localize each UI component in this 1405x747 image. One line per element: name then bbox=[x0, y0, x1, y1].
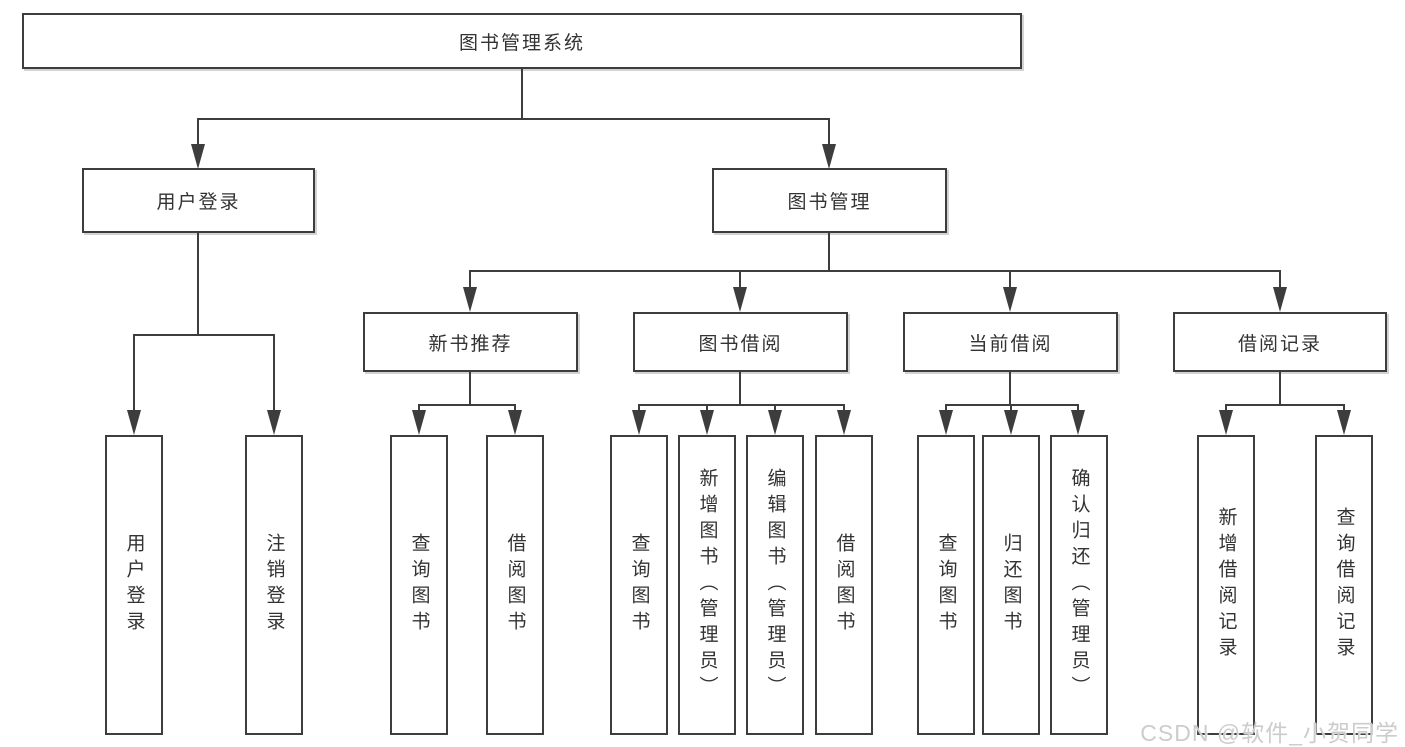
leaf-logout: 注销登录 bbox=[245, 435, 303, 735]
connector-drop-bb-leaf3 bbox=[774, 404, 776, 414]
connector-drop-cb-leaf2 bbox=[1010, 404, 1012, 414]
connector-book-borrow-stem bbox=[739, 372, 741, 406]
node-borrow-records: 借阅记录 bbox=[1173, 312, 1387, 372]
node-new-books: 新书推荐 bbox=[363, 312, 578, 372]
arrowhead-cb-leaf2-icon bbox=[1004, 410, 1018, 435]
leaf-br-add-record-label: 新增借阅记录 bbox=[1215, 507, 1237, 663]
leaf-nb-borrow-books: 借阅图书 bbox=[486, 435, 544, 735]
leaf-cb-return-books-label: 归还图书 bbox=[1000, 533, 1022, 637]
leaf-user-login-label: 用户登录 bbox=[123, 533, 145, 637]
node-book-borrow: 图书借阅 bbox=[633, 312, 848, 372]
leaf-logout-label: 注销登录 bbox=[263, 533, 285, 637]
leaf-bb-borrow-books-label: 借阅图书 bbox=[833, 533, 855, 637]
connector-drop-bb-leaf4 bbox=[843, 404, 845, 414]
leaf-br-query-record: 查询借阅记录 bbox=[1315, 435, 1373, 735]
node-root-label: 图书管理系统 bbox=[458, 32, 585, 54]
connector-user-login-hline bbox=[133, 334, 275, 336]
connector-book-mgmt-stem bbox=[828, 233, 830, 272]
leaf-bb-add-books-admin-label: 新增图书（管理员） bbox=[696, 468, 718, 702]
arrowhead-br-leaf1-icon bbox=[1219, 410, 1233, 435]
connector-drop-book-mgmt bbox=[828, 118, 830, 148]
leaf-cb-query-books-label: 查询图书 bbox=[935, 533, 957, 637]
node-book-mgmt-label: 图书管理 bbox=[787, 192, 872, 213]
connector-drop-br-leaf1 bbox=[1225, 404, 1227, 414]
node-borrow-records-label: 借阅记录 bbox=[1237, 333, 1322, 355]
leaf-cb-confirm-return-admin: 确认归还（管理员） bbox=[1050, 435, 1108, 735]
connector-root-stem bbox=[521, 69, 523, 120]
node-user-login-label: 用户登录 bbox=[156, 192, 241, 213]
connector-drop-login-leaf2 bbox=[273, 334, 275, 414]
leaf-cb-return-books: 归还图书 bbox=[982, 435, 1040, 735]
arrowhead-nb-leaf2-icon bbox=[508, 410, 522, 435]
arrowhead-nb-leaf1-icon bbox=[412, 410, 426, 435]
connector-current-borrow-stem bbox=[1009, 372, 1011, 406]
connector-drop-nb-leaf2 bbox=[514, 404, 516, 414]
connector-new-books-hline bbox=[418, 404, 516, 406]
connector-drop-br-leaf2 bbox=[1343, 404, 1345, 414]
arrowhead-book-mgmt-icon bbox=[822, 144, 836, 169]
arrowhead-bb-leaf3-icon bbox=[768, 410, 782, 435]
connector-drop-login-leaf1 bbox=[133, 334, 135, 414]
arrowhead-new-books-icon bbox=[463, 287, 477, 312]
arrowhead-borrow-records-icon bbox=[1273, 287, 1287, 312]
leaf-bb-query-books: 查询图书 bbox=[610, 435, 668, 735]
leaf-br-add-record: 新增借阅记录 bbox=[1197, 435, 1255, 735]
connector-drop-new-books bbox=[469, 270, 471, 290]
connector-borrow-records-hline bbox=[1225, 404, 1345, 406]
leaf-bb-add-books-admin: 新增图书（管理员） bbox=[678, 435, 736, 735]
leaf-nb-query-books-label: 查询图书 bbox=[408, 533, 430, 637]
connector-user-login-stem bbox=[197, 233, 199, 336]
connector-level1-hline bbox=[197, 118, 830, 120]
connector-drop-current-borrow bbox=[1009, 270, 1011, 290]
arrowhead-login-leaf2-icon bbox=[267, 410, 281, 435]
connector-book-borrow-hline bbox=[638, 404, 844, 406]
connector-drop-bb-leaf1 bbox=[638, 404, 640, 414]
leaf-bb-query-books-label: 查询图书 bbox=[628, 533, 650, 637]
arrowhead-user-login-icon bbox=[191, 144, 205, 169]
connector-drop-nb-leaf1 bbox=[418, 404, 420, 414]
node-root: 图书管理系统 bbox=[22, 13, 1022, 69]
connector-drop-user-login bbox=[197, 118, 199, 148]
connector-level2-hline bbox=[469, 270, 1281, 272]
node-new-books-label: 新书推荐 bbox=[428, 333, 513, 355]
connector-drop-borrow-records bbox=[1279, 270, 1281, 290]
node-book-borrow-label: 图书借阅 bbox=[698, 333, 783, 355]
leaf-cb-query-books: 查询图书 bbox=[917, 435, 975, 735]
connector-drop-bb-leaf2 bbox=[706, 404, 708, 414]
watermark: CSDN @软件_小贺同学 bbox=[1140, 720, 1399, 746]
node-current-borrow-label: 当前借阅 bbox=[968, 333, 1053, 355]
arrowhead-cb-leaf3-icon bbox=[1071, 410, 1085, 435]
arrowhead-bb-leaf2-icon bbox=[700, 410, 714, 435]
arrowhead-login-leaf1-icon bbox=[127, 410, 141, 435]
arrowhead-bb-leaf1-icon bbox=[632, 410, 646, 435]
node-user-login: 用户登录 bbox=[82, 168, 315, 233]
arrowhead-cb-leaf1-icon bbox=[939, 410, 953, 435]
leaf-user-login: 用户登录 bbox=[105, 435, 163, 735]
leaf-br-query-record-label: 查询借阅记录 bbox=[1333, 507, 1355, 663]
arrowhead-current-borrow-icon bbox=[1003, 287, 1017, 312]
connector-drop-cb-leaf3 bbox=[1077, 404, 1079, 414]
leaf-cb-confirm-return-admin-label: 确认归还（管理员） bbox=[1068, 468, 1090, 702]
leaf-bb-borrow-books: 借阅图书 bbox=[815, 435, 873, 735]
connector-drop-book-borrow bbox=[739, 270, 741, 290]
leaf-bb-edit-books-admin-label: 编辑图书（管理员） bbox=[764, 468, 786, 702]
node-book-mgmt: 图书管理 bbox=[712, 168, 947, 233]
connector-borrow-records-stem bbox=[1279, 372, 1281, 406]
connector-drop-cb-leaf1 bbox=[945, 404, 947, 414]
leaf-bb-edit-books-admin: 编辑图书（管理员） bbox=[746, 435, 804, 735]
arrowhead-br-leaf2-icon bbox=[1337, 410, 1351, 435]
connector-current-borrow-hline bbox=[945, 404, 1079, 406]
arrowhead-bb-leaf4-icon bbox=[837, 410, 851, 435]
leaf-nb-query-books: 查询图书 bbox=[390, 435, 448, 735]
arrowhead-book-borrow-icon bbox=[733, 287, 747, 312]
leaf-nb-borrow-books-label: 借阅图书 bbox=[504, 533, 526, 637]
connector-new-books-stem bbox=[469, 372, 471, 406]
node-current-borrow: 当前借阅 bbox=[903, 312, 1118, 372]
